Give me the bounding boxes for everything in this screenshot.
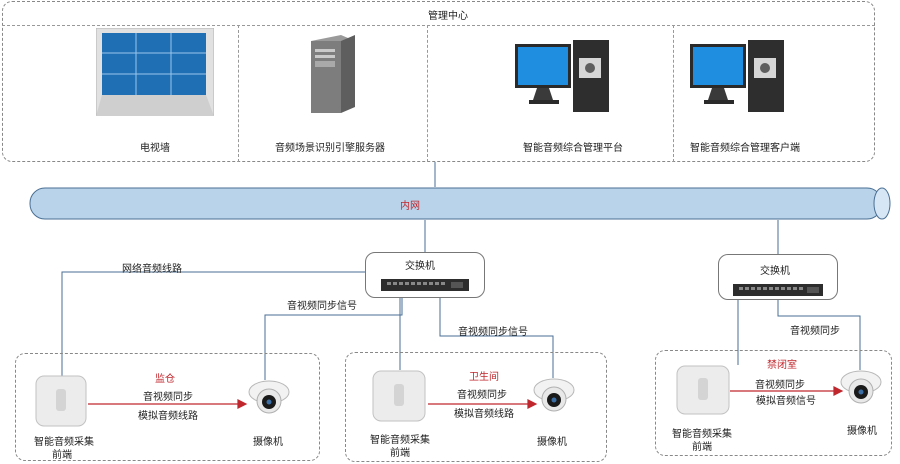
- zone2-device2: 前端: [390, 448, 410, 459]
- right-switch-label: 交换机: [760, 266, 790, 277]
- zone1-title: 监仓: [155, 374, 175, 385]
- network-label: 内网: [400, 201, 420, 212]
- zone2-line2: 模拟音频线路: [454, 409, 514, 420]
- zone-box-1: [15, 353, 320, 461]
- zone1-line1: 音视频同步: [143, 392, 193, 403]
- camera-icon: [246, 380, 292, 416]
- platform-label: 智能音频综合管理平台: [523, 143, 623, 154]
- av-sync-right-line: [439, 298, 554, 378]
- management-center: [2, 1, 875, 162]
- video-wall-icon: [95, 27, 215, 117]
- audio-collector-icon: [676, 365, 730, 415]
- zone1-device2: 前端: [52, 450, 72, 461]
- zone2-camera: 摄像机: [537, 437, 567, 448]
- zone3-line2: 模拟音频信号: [756, 396, 816, 407]
- client-label: 智能音频综合管理客户端: [690, 143, 800, 154]
- zone3-camera-link: [777, 300, 861, 370]
- network-pipe: [22, 187, 892, 220]
- net-audio-line: [61, 271, 365, 376]
- camera-icon: [531, 378, 577, 414]
- audio-collector-icon: [35, 375, 87, 427]
- server-icon: [305, 35, 355, 115]
- right-av-sync-label: 音视频同步: [790, 326, 840, 337]
- video-wall-label: 电视墙: [140, 143, 170, 154]
- zone1-arrowhead: [237, 399, 248, 409]
- zone3-device: 智能音频采集: [672, 429, 732, 440]
- zone3-camera: 摄像机: [847, 426, 877, 437]
- zone3-line1: 音视频同步: [755, 380, 805, 391]
- zone1-camera: 摄像机: [253, 437, 283, 448]
- zone2-device: 智能音频采集: [370, 435, 430, 446]
- center-divider: [2, 25, 875, 26]
- zone3-arrowhead: [833, 386, 844, 396]
- zone2-line1: 音视频同步: [457, 390, 507, 401]
- zone-box-2: [345, 352, 607, 462]
- computer-icon: [515, 40, 615, 115]
- camera-icon: [838, 370, 884, 406]
- av-sync-left-line: [264, 298, 403, 380]
- zone3-device2: 前端: [692, 442, 712, 453]
- zone1-line2: 模拟音频线路: [138, 411, 198, 422]
- switch-icon: [733, 282, 823, 298]
- net-audio-line-label: 网络音频线路: [122, 264, 182, 275]
- audio-collector-icon: [372, 370, 426, 422]
- zone-box-3: [655, 350, 892, 456]
- zone3-title: 禁闭室: [767, 360, 797, 371]
- zone2-arrowhead: [527, 399, 538, 409]
- av-sync-right-label: 音视频同步信号: [458, 327, 528, 338]
- switch-icon: [381, 277, 469, 293]
- management-center-title: 管理中心: [428, 11, 468, 22]
- zone1-device: 智能音频采集: [34, 437, 94, 448]
- left-switch-label: 交换机: [405, 261, 435, 272]
- audio-server-label: 音频场景识别引擎服务器: [275, 143, 385, 154]
- zone2-title: 卫生间: [469, 372, 499, 383]
- center-divider: [238, 25, 239, 162]
- center-divider: [427, 25, 428, 162]
- center-divider: [673, 25, 674, 162]
- av-sync-left-label: 音视频同步信号: [287, 301, 357, 312]
- computer-icon: [690, 40, 790, 115]
